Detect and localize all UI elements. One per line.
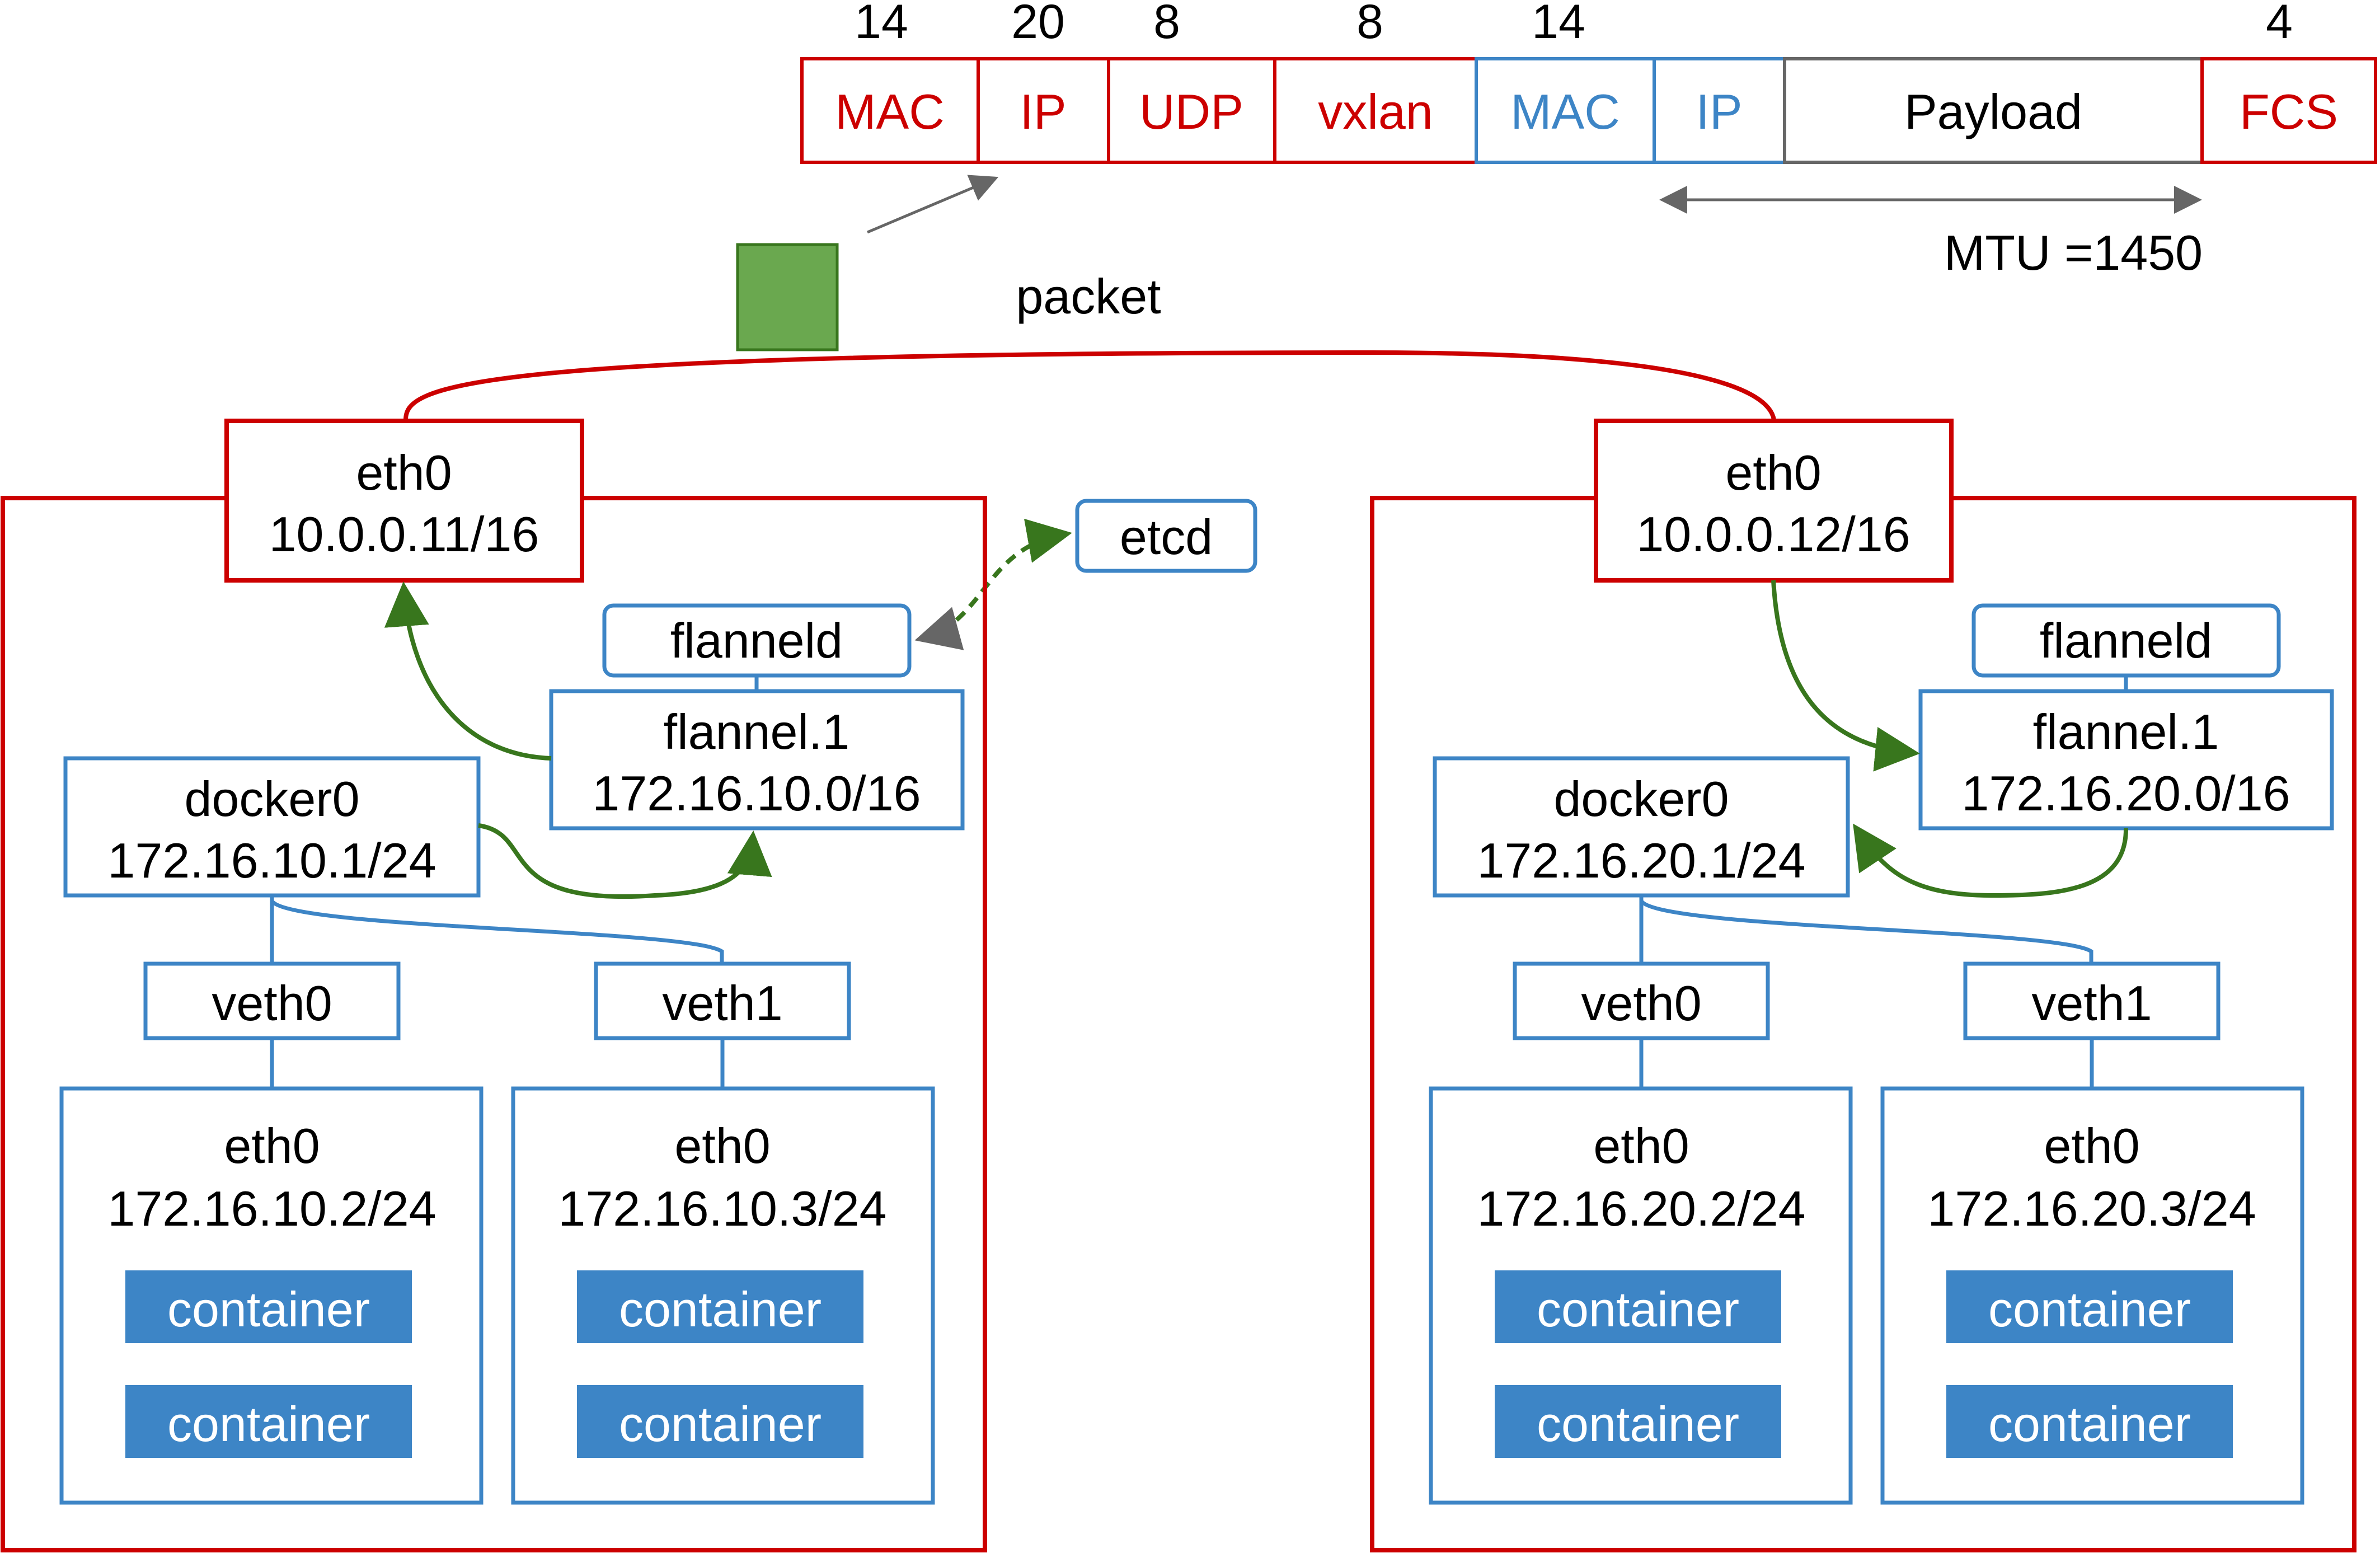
host-1-veth0-box [143, 961, 401, 1040]
host-2-flanneld-label: flanneld [2040, 613, 2212, 668]
host-1-docker0-name: docker0 [184, 771, 359, 827]
etcd-node: etcd [914, 499, 1257, 650]
frame-field-size: 8 [1153, 0, 1180, 49]
host-2-pod-2-container-2 [1946, 1385, 2233, 1458]
host-1: eth0 10.0.0.11/16 flanneld flannel.1 172… [1, 419, 987, 1552]
frame-field-label: MAC [835, 84, 945, 139]
host-1-pod-1-ip: 172.16.10.2/24 [107, 1181, 436, 1236]
packet-icon [736, 243, 839, 351]
container-label: container [1537, 1282, 1739, 1337]
host-2-pod-2-name: eth0 [2044, 1118, 2139, 1174]
container-label: container [167, 1396, 370, 1452]
host-1-eth0-box [224, 419, 584, 583]
host-1-pod-2-container-2 [577, 1385, 863, 1458]
host-1-eth0-ip: 10.0.0.11/16 [269, 506, 539, 562]
frame-field-size: 14 [1532, 0, 1585, 49]
frame-field-label: vxlan [1318, 84, 1433, 139]
host-1-docker0-to-flannel-arrow [478, 823, 772, 899]
host-2-flannel-box [1918, 689, 2334, 831]
host-1-pod-1-name: eth0 [224, 1118, 320, 1174]
frame-field-label: Payload [1904, 84, 2082, 139]
frame-field-size: 4 [2266, 0, 2293, 49]
host-2-eth0-box [1594, 419, 1954, 583]
host-1-flanneld-label: flanneld [670, 613, 843, 668]
host-2-pod-2-container-1 [1946, 1270, 2233, 1343]
host-2-flannel-name: flannel.1 [2033, 704, 2219, 759]
host-2-veth1-label: veth1 [2031, 975, 2152, 1031]
host-2-pod-1-ip: 172.16.20.2/24 [1477, 1181, 1805, 1236]
container-label: container [1537, 1396, 1739, 1452]
host-2-docker0-name: docker0 [1553, 771, 1729, 827]
host-2-eth0-to-flannel-arrow [1771, 580, 1920, 772]
frame-field-size: 14 [855, 0, 908, 49]
host-1-bridge-line [270, 899, 724, 964]
etcd-box [1075, 499, 1257, 573]
frame-field-label: UDP [1139, 84, 1243, 139]
host-2-flannel-to-docker0-arrow [1853, 823, 2129, 898]
packet-label: packet [1016, 269, 1161, 324]
etcd-flanneld-link [914, 518, 1072, 650]
frame-field-label: MAC [1510, 84, 1620, 139]
host-1-docker0-box [63, 756, 481, 898]
container-label: container [167, 1282, 370, 1337]
host-1-pod-2-name: eth0 [674, 1118, 770, 1174]
frame-field-size: 20 [1011, 0, 1065, 49]
frame-field-label: IP [1020, 84, 1066, 139]
host-2-eth0-name: eth0 [1725, 445, 1821, 500]
host-1-pod-1-container-1 [125, 1270, 412, 1343]
host-1-pod-2-container-1 [577, 1270, 863, 1343]
frame-field-label: IP [1696, 84, 1742, 139]
host-2-veth1-box [1963, 961, 2221, 1040]
host-1-veth1-label: veth1 [662, 975, 782, 1031]
overlay-link [403, 350, 1776, 420]
mtu-label: MTU =1450 [1944, 225, 2203, 280]
container-label: container [619, 1396, 822, 1452]
container-label: container [1988, 1282, 2191, 1337]
etcd-label: etcd [1120, 509, 1213, 565]
host-1-flannel-box [549, 689, 965, 831]
host-1-docker0-ip: 172.16.10.1/24 [107, 833, 436, 888]
host-2-pod-2-ip: 172.16.20.3/24 [1927, 1181, 2256, 1236]
host-2-pod-1-container-2 [1495, 1385, 1781, 1458]
container-label: container [1988, 1396, 2191, 1452]
host-1-veth0-label: veth0 [212, 975, 332, 1031]
host-2-docker0-ip: 172.16.20.1/24 [1477, 833, 1805, 888]
host-2-bridge-line [1640, 899, 2093, 964]
packet-to-frame-arrow [867, 175, 999, 234]
host-2-flannel-ip: 172.16.20.0/16 [1961, 766, 2290, 821]
host-1-pod-1-container-2 [125, 1385, 412, 1458]
host-1-flannel-to-eth0-arrow [384, 581, 552, 761]
frame-field-size: 8 [1356, 0, 1383, 49]
frame-field-label: FCS [2240, 84, 2338, 139]
host-1-eth0-name: eth0 [356, 445, 452, 500]
frame-field-fcs [2200, 57, 2377, 164]
host-2-veth0-label: veth0 [1581, 975, 1701, 1031]
host-1-flannel-ip: 172.16.10.0/16 [592, 766, 921, 821]
host-2-eth0-ip: 10.0.0.12/16 [1636, 506, 1910, 562]
host-2-pod-1-container-1 [1495, 1270, 1781, 1343]
packet-flow: packet [403, 175, 1776, 420]
host-2-pod-1-name: eth0 [1593, 1118, 1689, 1174]
container-label: container [619, 1282, 822, 1337]
host-2: eth0 10.0.0.12/16 flanneld flannel.1 172… [1370, 419, 2356, 1552]
host-1-veth1-box [594, 961, 851, 1040]
host-1-pod-2-ip: 172.16.10.3/24 [558, 1181, 886, 1236]
frame-format: MAC IP UDP vxlan MAC IP Payload FCS 14 2… [800, 0, 2377, 280]
host-1-flannel-name: flannel.1 [664, 704, 850, 759]
